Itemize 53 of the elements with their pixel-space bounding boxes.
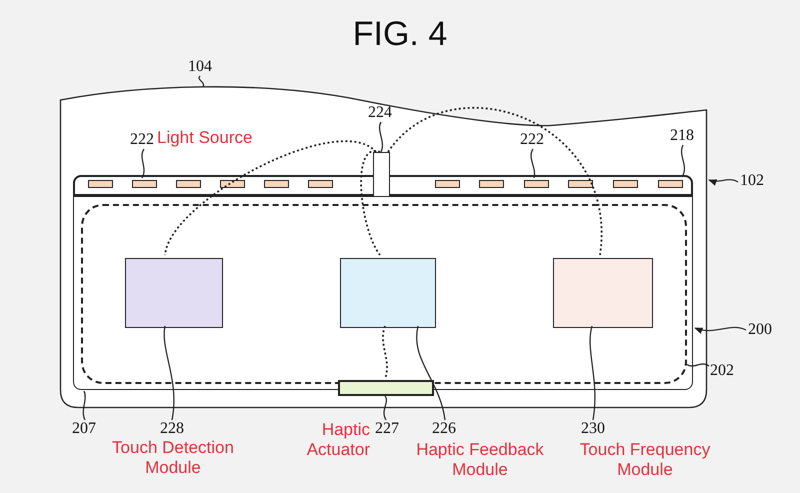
callout-number: 227 bbox=[375, 420, 399, 438]
leader-line bbox=[686, 363, 710, 367]
light-source bbox=[176, 180, 201, 188]
part-label: Light Source bbox=[157, 128, 254, 148]
light-source bbox=[658, 180, 683, 188]
light-source bbox=[264, 180, 289, 188]
part-label: Haptic Actuator bbox=[306, 420, 370, 460]
callout-number: 102 bbox=[740, 172, 764, 190]
callout-number: 226 bbox=[432, 420, 456, 438]
callout-number: 200 bbox=[748, 321, 772, 339]
light-source bbox=[479, 180, 504, 188]
light-source bbox=[220, 180, 245, 188]
callout-number: 228 bbox=[160, 420, 184, 438]
figure-title: FIG. 4 bbox=[352, 15, 448, 53]
light-source bbox=[524, 180, 549, 188]
light-source bbox=[88, 180, 113, 188]
module-box bbox=[340, 258, 436, 328]
module-box bbox=[553, 258, 653, 328]
callout-number: 218 bbox=[670, 127, 694, 145]
wire bbox=[164, 140, 376, 256]
light-source bbox=[308, 180, 333, 188]
leader-line bbox=[416, 326, 446, 420]
leader-arrow bbox=[694, 326, 746, 334]
callout-number: 104 bbox=[188, 58, 212, 76]
wire bbox=[360, 150, 381, 256]
wire bbox=[387, 106, 602, 256]
callout-number: 222 bbox=[130, 131, 154, 149]
callout-number: 222 bbox=[520, 131, 544, 149]
leader-line bbox=[164, 326, 174, 420]
light-source bbox=[132, 180, 157, 188]
leader-line bbox=[530, 148, 536, 178]
leader-line bbox=[681, 144, 685, 176]
leader-line bbox=[590, 326, 596, 420]
part-label: Haptic Feedback Module bbox=[415, 440, 545, 480]
actuator-bar bbox=[338, 380, 434, 396]
leader-line bbox=[198, 76, 204, 88]
callout-number: 224 bbox=[368, 104, 392, 122]
part-label: Touch Frequency Module bbox=[578, 440, 712, 480]
leader-arrow bbox=[708, 178, 738, 186]
wire bbox=[382, 326, 388, 380]
part-label: Touch Detection Module bbox=[111, 438, 235, 478]
light-source bbox=[435, 180, 460, 188]
leader-line bbox=[82, 390, 86, 420]
leader-line bbox=[141, 148, 145, 178]
callout-number: 207 bbox=[72, 420, 96, 438]
light-source bbox=[613, 180, 638, 188]
leader-line bbox=[383, 396, 387, 420]
light-source bbox=[568, 180, 593, 188]
cover-layer bbox=[73, 175, 693, 196]
callout-number: 202 bbox=[710, 362, 734, 380]
module-box bbox=[125, 258, 223, 328]
callout-number: 230 bbox=[581, 420, 605, 438]
leader-line bbox=[379, 122, 383, 152]
